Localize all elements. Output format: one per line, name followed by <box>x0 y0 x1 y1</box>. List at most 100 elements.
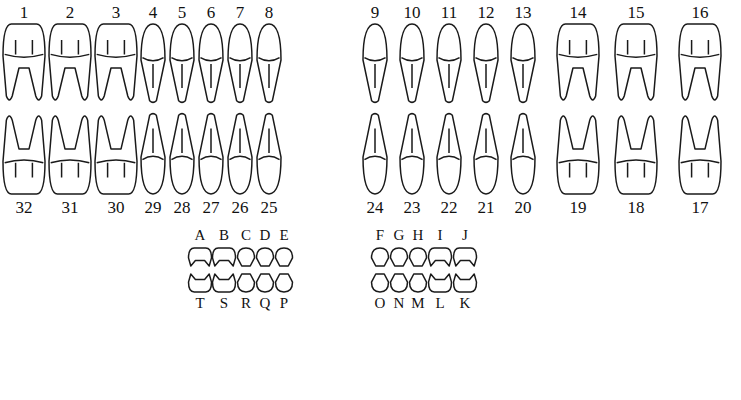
tooth-number: 17 <box>692 199 709 216</box>
tooth-outline <box>511 114 535 194</box>
tooth-number: 16 <box>692 4 709 21</box>
tooth-outline <box>199 24 223 102</box>
tooth-outline <box>213 248 236 266</box>
tooth-outline <box>199 114 223 194</box>
tooth-outline <box>437 114 461 194</box>
primary-tooth-letter: S <box>220 296 228 311</box>
tooth-outline <box>557 24 599 100</box>
tooth-number: 31 <box>62 199 79 216</box>
tooth-outline <box>363 114 387 194</box>
tooth-number: 29 <box>145 199 162 216</box>
tooth-outline <box>141 114 165 194</box>
tooth-outline <box>170 114 194 194</box>
tooth-number: 2 <box>66 4 75 21</box>
tooth-outline <box>454 248 477 266</box>
tooth-outline <box>391 274 408 292</box>
tooth-number: 14 <box>570 4 587 21</box>
primary-tooth-letter: O <box>375 296 386 311</box>
tooth-number: 19 <box>570 199 587 216</box>
tooth-number: 7 <box>236 4 245 21</box>
tooth-number: 27 <box>203 199 220 216</box>
tooth-number: 24 <box>367 199 384 216</box>
tooth-number: 15 <box>628 4 645 21</box>
tooth-outline <box>363 24 387 102</box>
tooth-outline <box>238 248 255 266</box>
tooth-outline <box>400 114 424 194</box>
tooth-number: 20 <box>515 199 532 216</box>
primary-tooth-letter: L <box>435 296 444 311</box>
tooth-number: 5 <box>178 4 187 21</box>
tooth-number: 21 <box>478 199 495 216</box>
tooth-number: 12 <box>478 4 495 21</box>
tooth-outline <box>170 24 194 102</box>
tooth-outline <box>276 248 293 266</box>
tooth-number: 4 <box>149 4 158 21</box>
tooth-number: 18 <box>628 199 645 216</box>
primary-tooth-letter: J <box>462 228 468 243</box>
tooth-outline <box>429 248 452 266</box>
tooth-outline <box>615 116 657 194</box>
tooth-outline <box>437 24 461 102</box>
tooth-outline <box>228 24 252 102</box>
tooth-outline <box>615 24 657 100</box>
primary-tooth-letter: H <box>413 228 424 243</box>
tooth-outline <box>474 24 498 102</box>
tooth-number: 30 <box>108 199 125 216</box>
tooth-number: 25 <box>261 199 278 216</box>
tooth-number: 32 <box>16 199 33 216</box>
tooth-outline <box>557 116 599 194</box>
tooth-number: 23 <box>404 199 421 216</box>
tooth-number: 3 <box>112 4 121 21</box>
tooth-outline <box>3 24 45 100</box>
tooth-outline <box>474 114 498 194</box>
primary-tooth-letter: K <box>460 296 471 311</box>
tooth-outline <box>213 274 236 292</box>
tooth-outline <box>429 274 452 292</box>
tooth-outline <box>372 274 389 292</box>
primary-tooth-letter: D <box>260 228 271 243</box>
tooth-number: 1 <box>20 4 29 21</box>
tooth-outline <box>511 24 535 102</box>
primary-tooth-letter: P <box>280 296 288 311</box>
tooth-outline <box>400 24 424 102</box>
tooth-outline <box>141 24 165 102</box>
tooth-outline <box>372 248 389 266</box>
tooth-outline <box>189 248 212 266</box>
tooth-outline <box>257 274 274 292</box>
tooth-outline <box>95 116 137 194</box>
tooth-outline <box>95 24 137 100</box>
primary-tooth-letter: I <box>438 228 443 243</box>
tooth-number: 26 <box>232 199 249 216</box>
tooth-outline <box>454 274 477 292</box>
primary-tooth-letter: N <box>394 296 405 311</box>
tooth-outline <box>257 24 281 102</box>
tooth-outline <box>410 248 427 266</box>
tooth-outline <box>410 274 427 292</box>
tooth-number: 9 <box>371 4 380 21</box>
tooth-outline <box>3 116 45 194</box>
primary-tooth-letter: B <box>219 228 229 243</box>
tooth-outline <box>238 274 255 292</box>
tooth-number: 22 <box>441 199 458 216</box>
primary-tooth-letter: R <box>241 296 251 311</box>
tooth-outline <box>679 116 721 194</box>
tooth-outline <box>391 248 408 266</box>
tooth-outline <box>679 24 721 100</box>
primary-tooth-letter: A <box>195 228 206 243</box>
tooth-outline <box>257 114 281 194</box>
primary-tooth-letter: C <box>241 228 251 243</box>
tooth-number: 10 <box>404 4 421 21</box>
tooth-number: 11 <box>441 4 457 21</box>
tooth-outline <box>257 248 274 266</box>
primary-tooth-letter: M <box>411 296 424 311</box>
tooth-number: 6 <box>207 4 216 21</box>
primary-tooth-letter: T <box>195 296 204 311</box>
tooth-number: 8 <box>265 4 274 21</box>
primary-tooth-letter: G <box>394 228 405 243</box>
tooth-number: 13 <box>515 4 532 21</box>
tooth-outline <box>49 24 91 100</box>
primary-tooth-letter: F <box>376 228 384 243</box>
primary-tooth-letter: E <box>279 228 288 243</box>
